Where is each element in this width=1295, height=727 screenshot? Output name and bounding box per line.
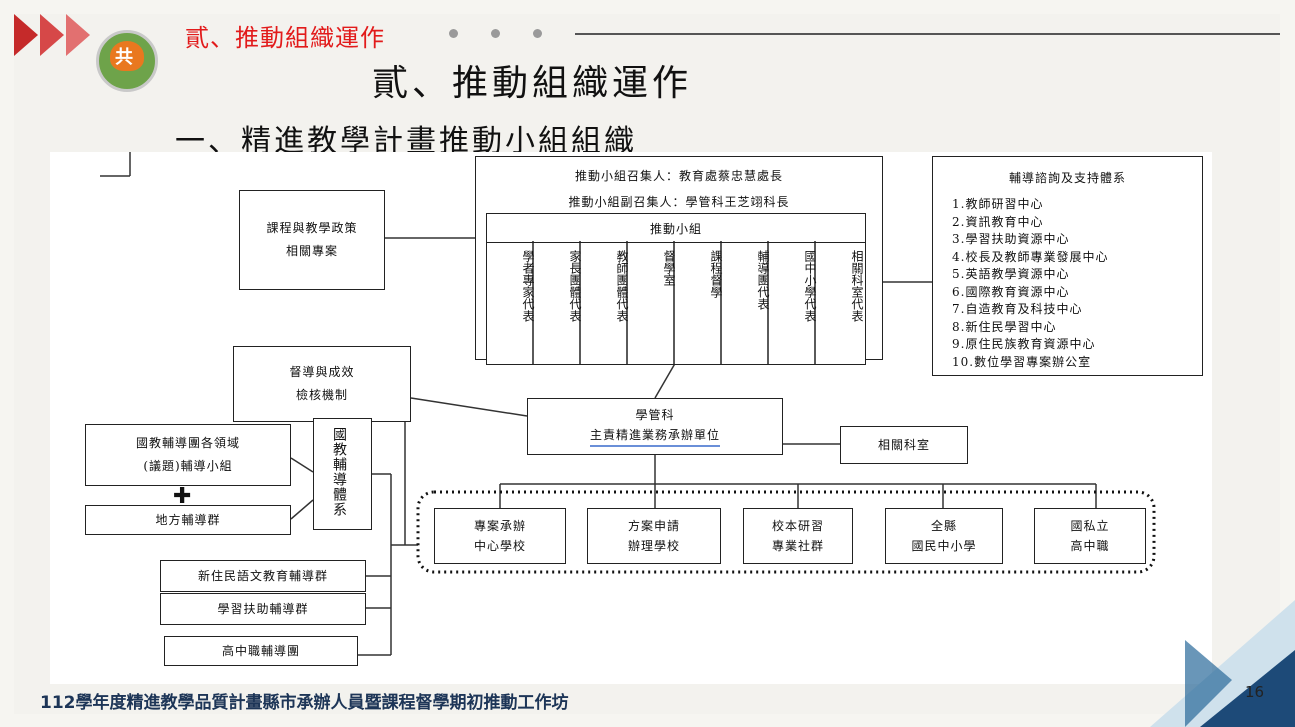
support-items-list: 1.教師研習中心 2.資訊教育中心 3.學習扶助資源中心 4.校長及教師專業發展… (952, 196, 1108, 371)
chevron-decoration-icon (66, 14, 90, 56)
related-office-box: 相關科室 (840, 426, 968, 464)
policy-line: 相關專案 (285, 244, 338, 258)
school-line: 全縣 (930, 518, 957, 533)
group-title: 推動小組 (649, 222, 702, 236)
dot-decoration (491, 29, 500, 38)
school-box: 方案申請 辦理學校 (587, 508, 721, 564)
logo-inner (110, 41, 144, 71)
corner-shape-dark (1200, 650, 1295, 727)
policy-box: 課程與教學政策 相關專案 (239, 190, 385, 290)
school-line: 國民中小學 (911, 539, 977, 553)
school-line: 高中職 (1070, 539, 1110, 553)
slide-title: 貳、推動組織運作 (372, 63, 693, 104)
member-column: 輔導團代表 (756, 250, 770, 310)
school-line: 專業社群 (771, 539, 824, 553)
support-item: 2.資訊教育中心 (952, 214, 1044, 229)
school-box: 全縣 國民中小學 (885, 508, 1003, 564)
counseling-domain-line: (議題)輔導小組 (143, 459, 233, 473)
footer-text: 112學年度精進教學品質計畫縣市承辦人員暨課程督學期初推動工作坊 (40, 693, 569, 713)
central-unit-title: 學管科 (635, 408, 675, 423)
support-item: 9.原住民族教育資源中心 (952, 337, 1096, 351)
logo-icon: 共 (96, 30, 158, 92)
vice-convener-label: 推動小組副召集人：學管科王芝翊科長 (568, 195, 790, 209)
school-line: 中心學校 (473, 539, 526, 553)
supervision-box: 督導與成效 檢核機制 (233, 346, 411, 422)
counseling-domain-box: 國教輔導團各領域 (議題)輔導小組 (85, 424, 291, 486)
school-box: 專案承辦 中心學校 (434, 508, 566, 564)
new-immigrant-group-box: 新住民語文教育輔導群 (160, 560, 366, 592)
dot-decoration (533, 29, 542, 38)
support-item: 10.數位學習專案辦公室 (952, 354, 1092, 369)
high-school-group-label: 高中職輔導團 (221, 643, 300, 658)
header-rule (575, 33, 1280, 35)
convener-label: 推動小組召集人：教育處蔡忠慧處長 (574, 169, 783, 183)
learning-support-group-label: 學習扶助輔導群 (217, 601, 309, 616)
local-group-label: 地方輔導群 (155, 512, 221, 527)
support-title: 輔導諮詢及支持體系 (1008, 171, 1126, 185)
central-unit-box: 學管科 主責精進業務承辦單位 (527, 398, 783, 455)
support-system-box: 輔導諮詢及支持體系 (932, 156, 1203, 376)
chevron-decoration-icon (40, 14, 64, 56)
local-group-box: 地方輔導群 (85, 505, 291, 535)
member-column: 學者專家代表 (521, 250, 535, 322)
dot-decoration (449, 29, 458, 38)
group-members-table: 推動小組 (486, 213, 866, 365)
school-box: 校本研習 專業社群 (743, 508, 853, 564)
page-number: 16 (1245, 683, 1265, 701)
member-column: 教師團體代表 (615, 250, 629, 322)
support-item: 5.英語教學資源中心 (952, 267, 1070, 281)
section-header-label: 貳、推動組織運作 (185, 24, 385, 52)
counseling-domain-line: 國教輔導團各領域 (135, 436, 240, 451)
school-line: 專案承辦 (473, 518, 526, 533)
member-column: 督學室 (662, 250, 676, 286)
related-office-label: 相關科室 (877, 437, 930, 452)
school-group-dotted-frame (416, 490, 1156, 574)
member-column: 課程督學 (709, 250, 723, 298)
counseling-system-box: 國教輔導體系 (313, 418, 372, 530)
supervision-line: 督導與成效 (289, 365, 355, 380)
high-school-group-box: 高中職輔導團 (164, 636, 358, 666)
support-item: 8.新住民學習中心 (952, 319, 1057, 334)
central-unit-desc: 主責精進業務承辦單位 (589, 426, 720, 447)
logo-mark: 共 (115, 47, 133, 68)
policy-line: 課程與教學政策 (266, 221, 358, 236)
support-item: 1.教師研習中心 (952, 197, 1044, 211)
corner-shape-accent (1185, 640, 1232, 727)
member-column: 相關科室代表 (850, 250, 864, 322)
school-line: 方案申請 (627, 518, 680, 533)
chevron-decoration-icon (14, 14, 38, 56)
learning-support-group-box: 學習扶助輔導群 (160, 593, 366, 625)
counseling-system-label: 國教輔導體系 (331, 427, 347, 517)
new-immigrant-group-label: 新住民語文教育輔導群 (197, 568, 328, 583)
school-line: 國私立 (1070, 518, 1110, 533)
member-column: 國中小學代表 (803, 250, 817, 322)
member-column: 家長團體代表 (568, 250, 582, 322)
plus-icon: ✚ (173, 484, 192, 509)
school-box: 國私立 高中職 (1034, 508, 1146, 564)
supervision-line: 檢核機制 (295, 388, 348, 402)
support-item: 3.學習扶助資源中心 (952, 232, 1070, 246)
support-item: 4.校長及教師專業發展中心 (952, 249, 1109, 264)
school-line: 校本研習 (771, 518, 824, 533)
group-divider (487, 242, 865, 243)
support-item: 6.國際教育資源中心 (952, 284, 1070, 299)
support-item: 7.自造教育及科技中心 (952, 302, 1083, 316)
school-line: 辦理學校 (627, 539, 680, 553)
